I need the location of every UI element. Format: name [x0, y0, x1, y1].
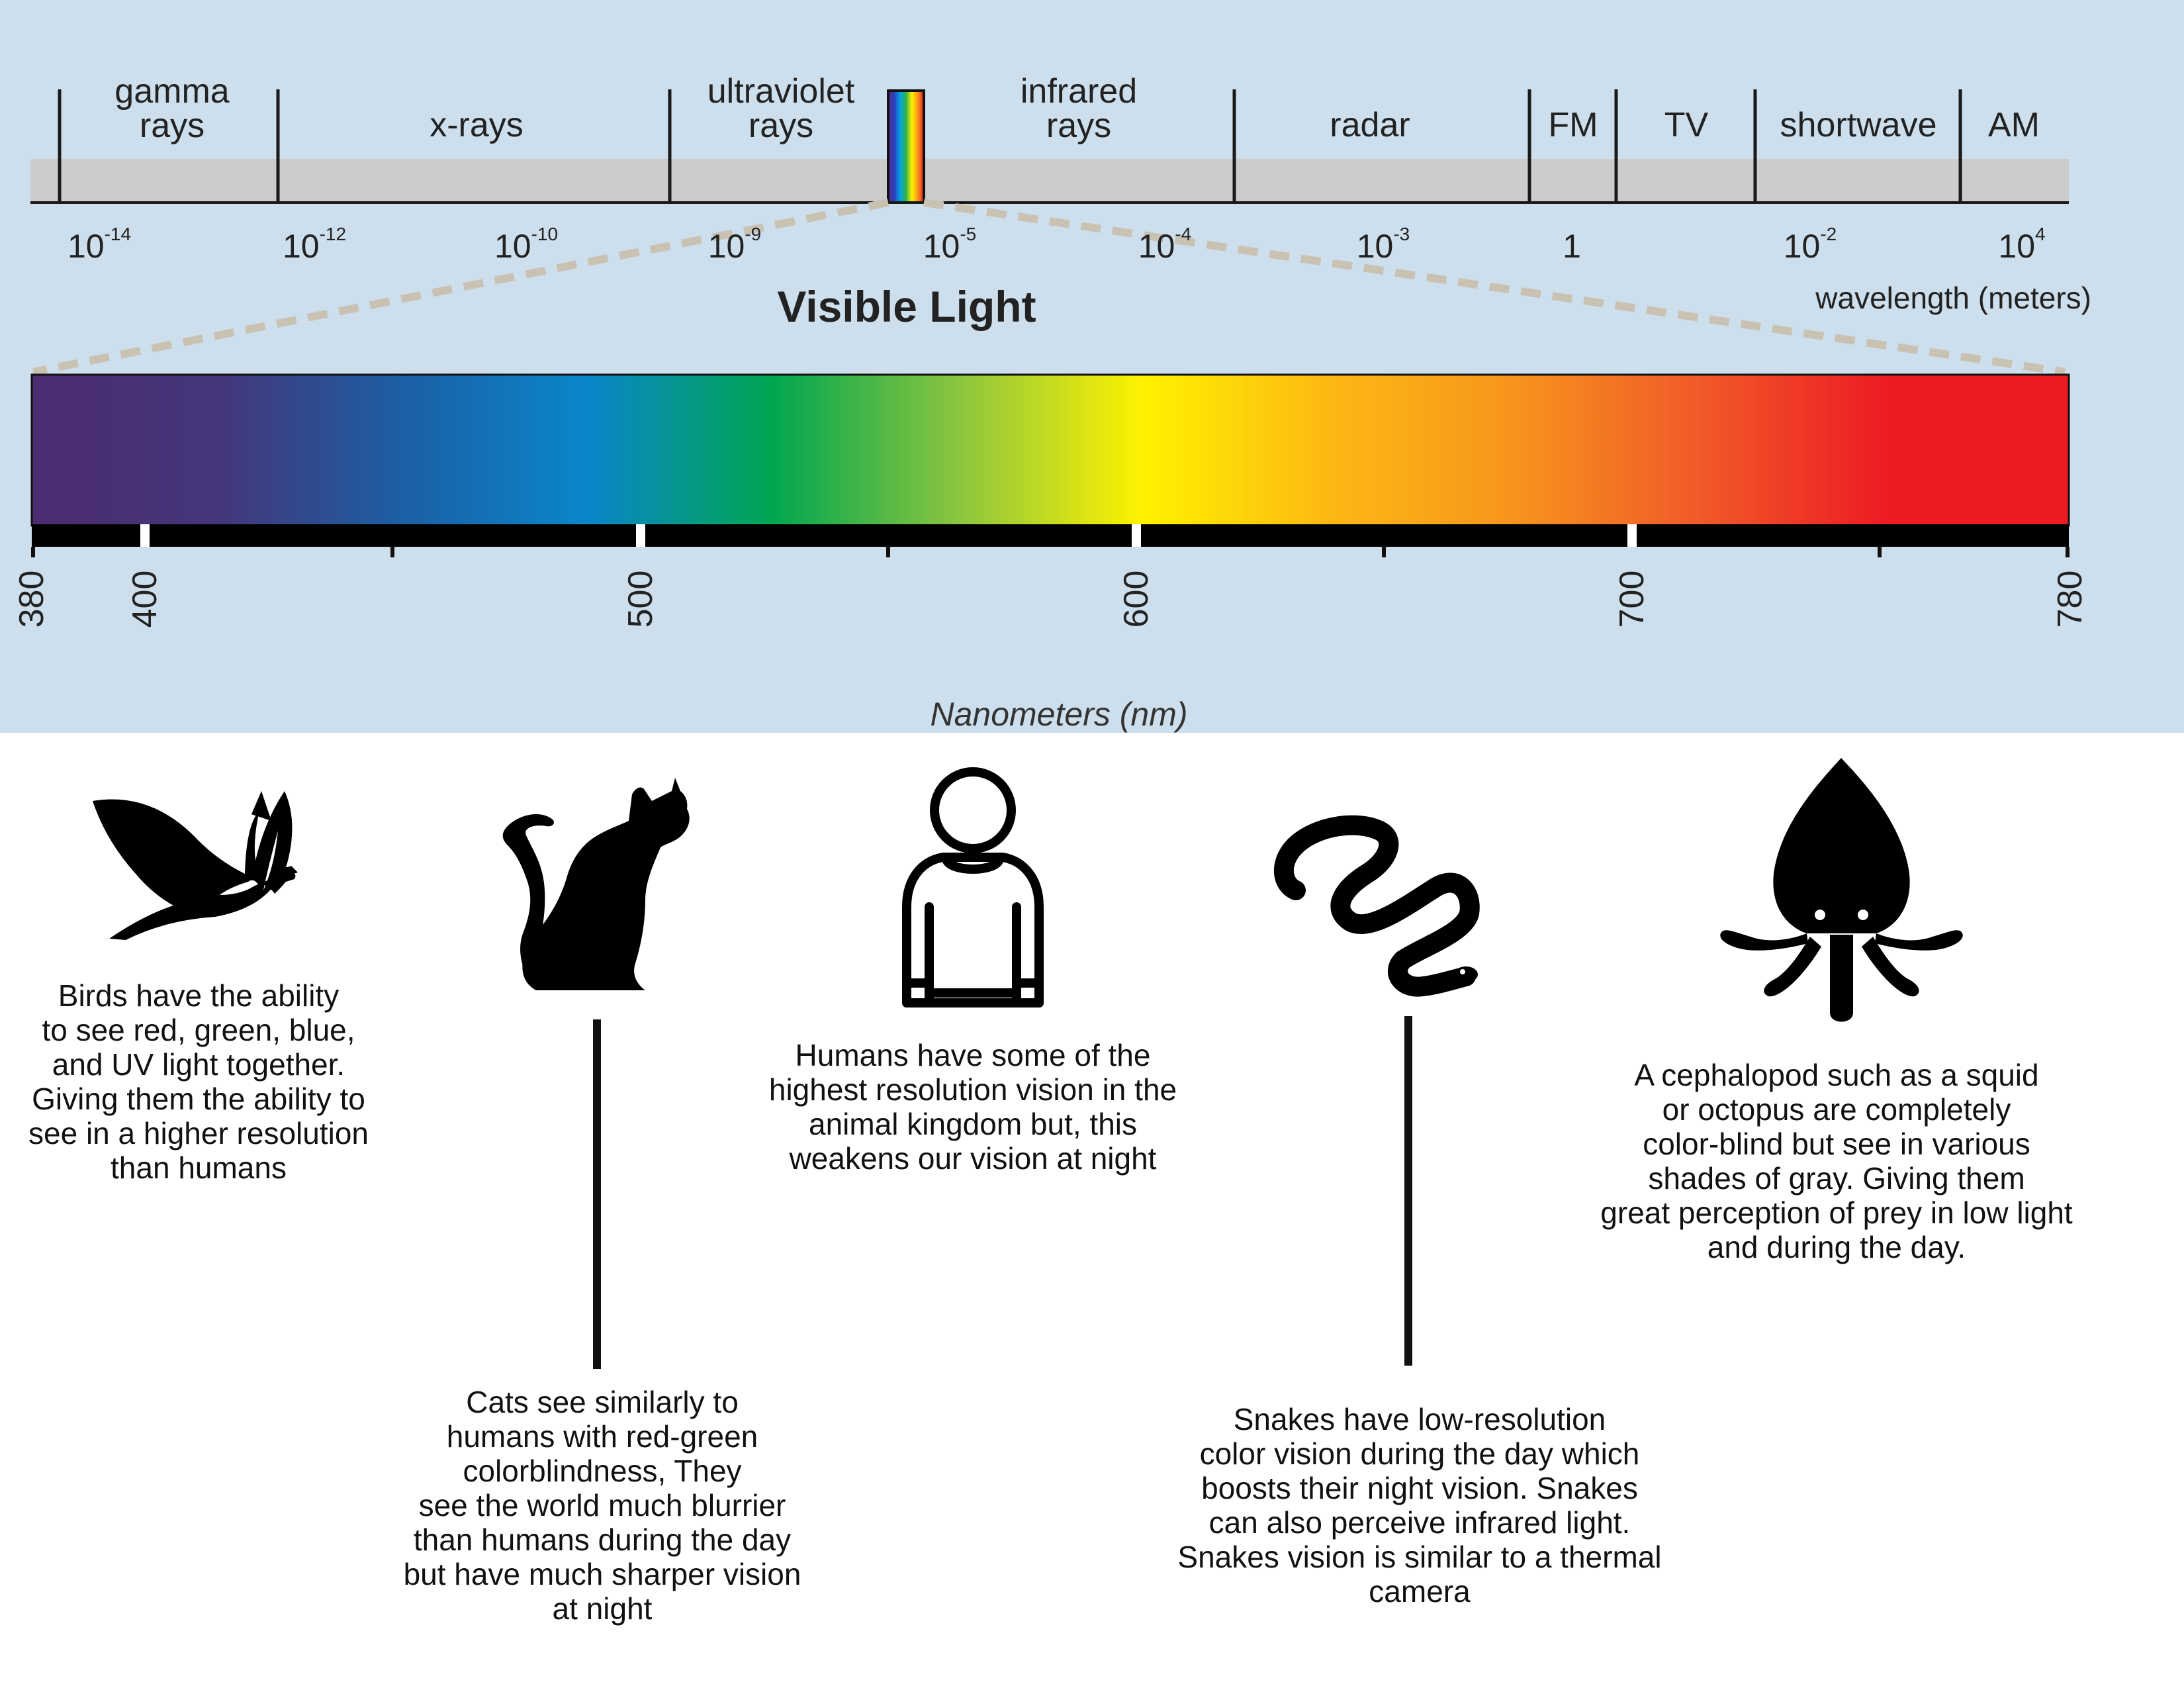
- spectrum-graphic: [30, 89, 2070, 557]
- nm-tick-label: 500: [621, 570, 660, 628]
- nm-tick-label: 600: [1117, 570, 1156, 628]
- wavelength-label: 10-14: [67, 224, 132, 265]
- nm-tick-label: 700: [1613, 570, 1651, 628]
- wavelength-label: 10-12: [282, 224, 347, 265]
- visible-band-swatch: [887, 89, 925, 204]
- bird-description: Birds have the ability to see red, green…: [28, 978, 369, 1185]
- nm-major-ticks: [140, 524, 1637, 547]
- nm-tick-label: 400: [126, 570, 164, 628]
- cat-description: Cats see similarly to humans with red-gr…: [403, 1385, 801, 1626]
- em-spectrum-bar: [30, 159, 2069, 203]
- snake-connector-line: [1404, 1016, 1412, 1366]
- wavelength-label: 104: [1998, 224, 2046, 265]
- squid-icon: [1720, 758, 1963, 1022]
- squid-description: A cephalopod such as a squid or octopus …: [1600, 1058, 2073, 1264]
- wavelength-label: 10-4: [1138, 224, 1192, 265]
- band-label-gamma: gamma rays: [114, 72, 230, 145]
- nm-tick-label: 380: [13, 570, 51, 628]
- wavelength-label: 10-9: [707, 224, 762, 265]
- snake-icon: [1273, 815, 1480, 997]
- band-label-am: AM: [1988, 106, 2040, 144]
- band-label-tv: TV: [1664, 106, 1709, 144]
- band-label-radar: radar: [1330, 106, 1410, 144]
- nm-major-tick: [636, 524, 645, 547]
- band-label-x-rays: x-rays: [430, 106, 523, 144]
- wavelength-label: 10-10: [494, 224, 559, 265]
- nm-minor-ticks: [31, 547, 2070, 557]
- wavelength-units-label: wavelength (meters): [1815, 281, 2091, 315]
- zoom-guide-left: [32, 199, 889, 376]
- nm-axis-label: Nanometers (nm): [930, 696, 1188, 733]
- nm-tick-label: 780: [2051, 570, 2089, 628]
- band-label-infrared: infrared rays: [1020, 72, 1138, 145]
- cat-icon: [502, 778, 690, 990]
- nm-major-tick: [140, 524, 150, 547]
- snake-description: Snakes have low-resolution color vision …: [1177, 1402, 1662, 1609]
- wavelength-label: 10-3: [1356, 224, 1410, 265]
- wavelength-label: 1: [1563, 228, 1581, 265]
- visible-spectrum-bar: [30, 373, 2070, 527]
- nm-major-tick: [1132, 524, 1141, 547]
- zoom-guide-right: [923, 199, 2066, 376]
- band-dividers: [58, 89, 1962, 203]
- wavelength-label: 10-2: [1783, 224, 1837, 265]
- band-label-fm: FM: [1548, 106, 1598, 144]
- nm-scale-bar: [32, 524, 2069, 547]
- spectrum-panel: [0, 0, 2184, 733]
- person-icon: [902, 767, 1044, 1008]
- wavelength-label: 10-5: [923, 224, 977, 265]
- nm-major-tick: [1627, 524, 1637, 547]
- band-label-shortwave: shortwave: [1780, 106, 1937, 144]
- visible-light-title: Visible Light: [777, 282, 1036, 331]
- human-description: Humans have some of the highest resoluti…: [768, 1038, 1177, 1176]
- cat-connector-line: [593, 1019, 601, 1369]
- bird-icon: [93, 791, 298, 940]
- band-label-ultraviolet: ultraviolet rays: [707, 72, 855, 145]
